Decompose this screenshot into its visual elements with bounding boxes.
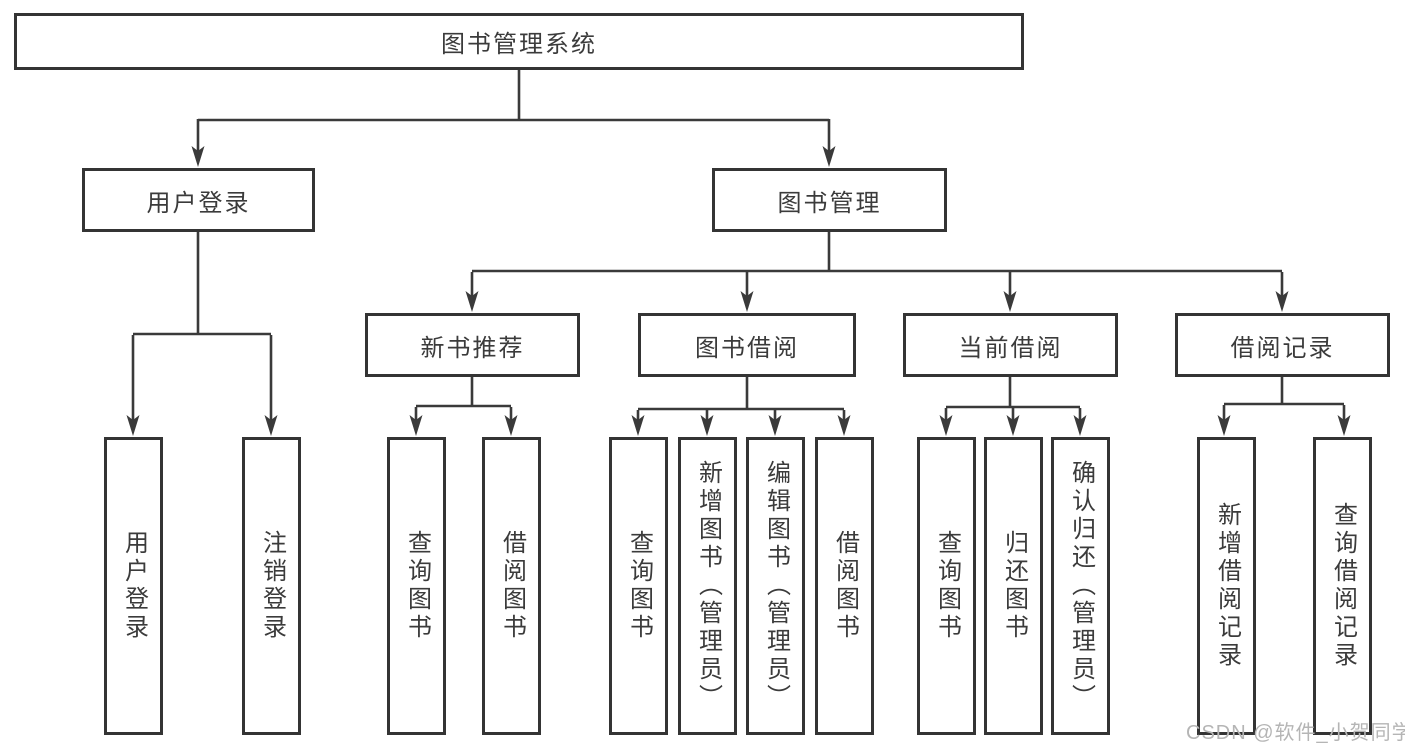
leaf-query-borrow-record: 查询借阅记录 — [1313, 437, 1372, 735]
leaf-query-book-3-label: 查询图书 — [933, 530, 961, 642]
leaf-edit-book-admin: 编辑图书（管理员） — [746, 437, 805, 735]
leaf-add-book-admin: 新增图书（管理员） — [678, 437, 737, 735]
leaf-logout-label: 注销登录 — [258, 530, 286, 642]
node-book-management: 图书管理 — [712, 168, 947, 232]
leaf-borrow-book-1-label: 借阅图书 — [498, 530, 526, 642]
leaf-query-borrow-record-label: 查询借阅记录 — [1329, 502, 1357, 670]
node-new-book-recommend: 新书推荐 — [365, 313, 580, 377]
leaf-query-book-2: 查询图书 — [609, 437, 668, 735]
leaf-user-login-label: 用户登录 — [120, 530, 148, 642]
leaf-borrow-book-2-label: 借阅图书 — [831, 530, 859, 642]
leaf-logout: 注销登录 — [242, 437, 301, 735]
node-borrow-records: 借阅记录 — [1175, 313, 1390, 377]
leaf-query-book-3: 查询图书 — [917, 437, 976, 735]
leaf-query-book-2-label: 查询图书 — [625, 530, 653, 642]
leaf-confirm-return-admin: 确认归还（管理员） — [1051, 437, 1110, 735]
leaf-add-borrow-record-label: 新增借阅记录 — [1213, 502, 1241, 670]
leaf-add-book-admin-label: 新增图书（管理员） — [694, 460, 722, 712]
node-user-login: 用户登录 — [82, 168, 315, 232]
arrowhead-icons — [126, 146, 1351, 436]
leaf-confirm-return-admin-label: 确认归还（管理员） — [1067, 460, 1095, 712]
leaf-return-book: 归还图书 — [984, 437, 1043, 735]
leaf-edit-book-admin-label: 编辑图书（管理员） — [762, 460, 790, 712]
leaf-user-login: 用户登录 — [104, 437, 163, 735]
leaf-add-borrow-record: 新增借阅记录 — [1197, 437, 1256, 735]
leaf-borrow-book-2: 借阅图书 — [815, 437, 874, 735]
connector-lines — [131, 70, 1346, 421]
leaf-return-book-label: 归还图书 — [1000, 530, 1028, 642]
node-book-borrow: 图书借阅 — [638, 313, 856, 377]
leaf-query-book-1: 查询图书 — [387, 437, 446, 735]
node-current-borrow: 当前借阅 — [903, 313, 1118, 377]
node-root: 图书管理系统 — [14, 13, 1024, 70]
leaf-query-book-1-label: 查询图书 — [403, 530, 431, 642]
leaf-borrow-book-1: 借阅图书 — [482, 437, 541, 735]
watermark-text: CSDN @软件_小贺同学 — [1186, 722, 1405, 744]
